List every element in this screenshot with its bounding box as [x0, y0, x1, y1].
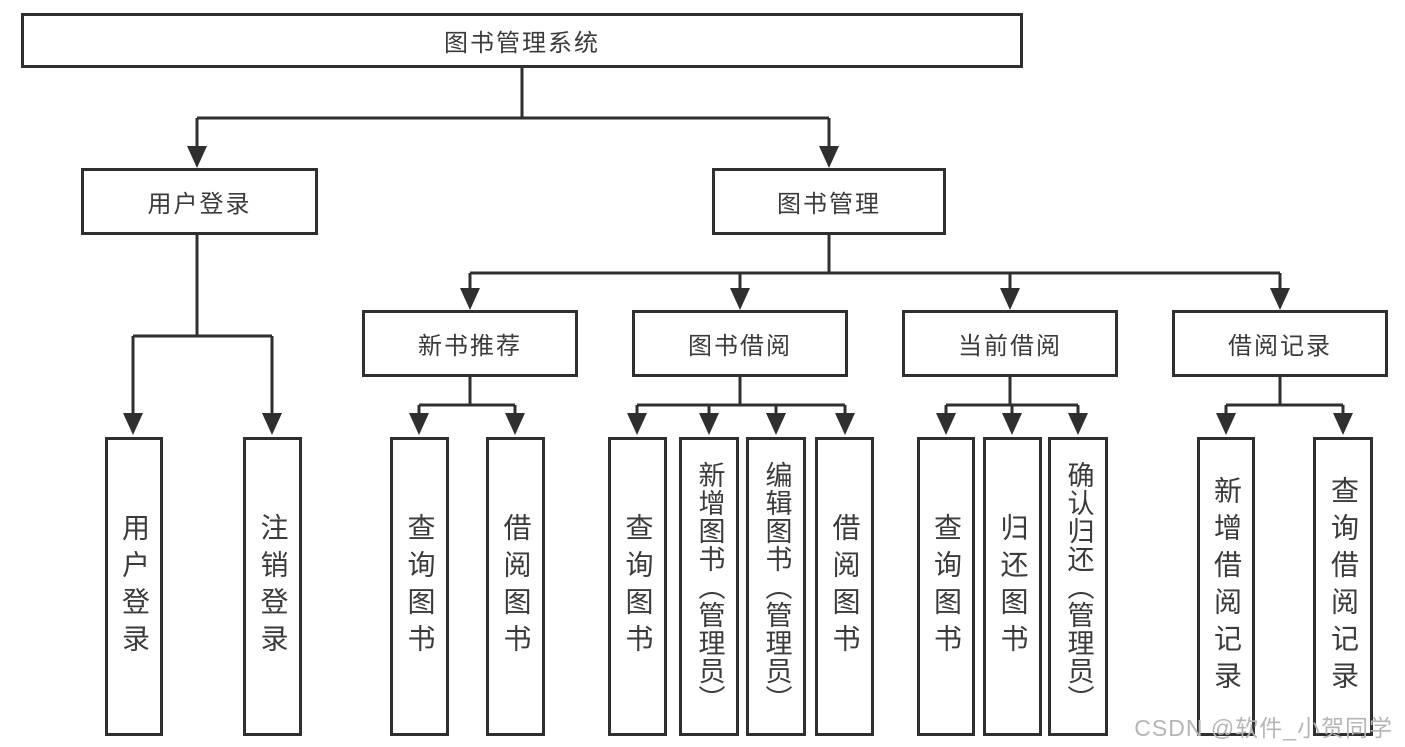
node-bb-edit-books-admin: 编辑图书（管理员） — [746, 437, 806, 736]
node-cb-return-books: 归还图书 — [983, 437, 1042, 736]
node-br-query-record: 查询借阅记录 — [1313, 437, 1373, 736]
connector-path — [131, 68, 1345, 415]
node-user-login: 用户登录 — [105, 437, 163, 736]
node-cb-query-books: 查询图书 — [917, 437, 975, 736]
node-user-login-group: 用户登录 — [81, 168, 318, 235]
node-nb-borrow-books: 借阅图书 — [486, 437, 545, 736]
node-br-add-record: 新增借阅记录 — [1197, 437, 1255, 736]
node-bb-query-books: 查询图书 — [608, 437, 667, 736]
node-logout: 注销登录 — [243, 437, 302, 736]
node-nb-query-books: 查询图书 — [390, 437, 449, 736]
csdn-watermark: CSDN @软件_小贺同学 — [1134, 715, 1393, 741]
node-cb-confirm-return-admin: 确认归还（管理员） — [1048, 437, 1108, 736]
node-current-borrowing: 当前借阅 — [902, 310, 1118, 377]
node-bb-add-books-admin: 新增图书（管理员） — [679, 437, 739, 736]
node-borrowing-records: 借阅记录 — [1172, 310, 1388, 377]
node-book-borrowing: 图书借阅 — [632, 310, 848, 377]
node-book-management: 图书管理 — [712, 168, 946, 235]
node-library-management-system: 图书管理系统 — [21, 13, 1023, 68]
node-new-book-recommend: 新书推荐 — [362, 310, 578, 377]
node-bb-borrow-books: 借阅图书 — [815, 437, 874, 736]
arrowhead-icons — [123, 146, 1353, 435]
